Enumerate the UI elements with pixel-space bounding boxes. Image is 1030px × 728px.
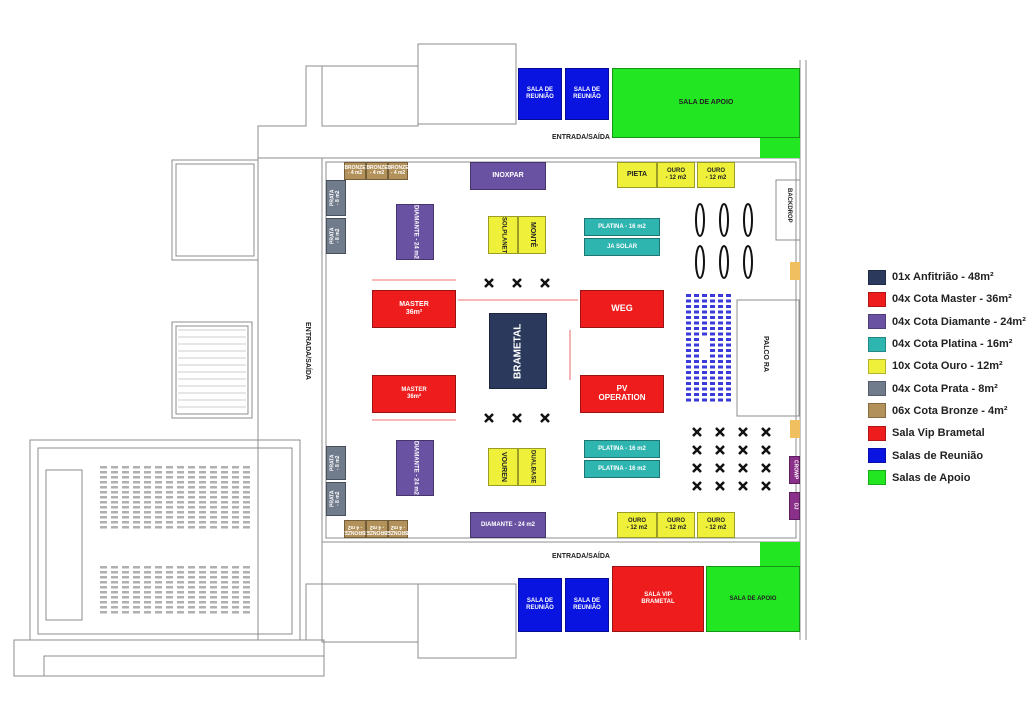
meeting-room-top-1[interactable]: SALA DE REUNIÃO [518,68,562,120]
bronze-booth-1[interactable]: BRONZE - 4 m2 [344,162,366,180]
legend-item: 10x Cota Ouro - 12m² [868,355,1026,377]
prata-booth-2[interactable]: PRATA - 8 m2 [326,218,346,254]
side-booth-2 [790,420,800,438]
pieta-booth[interactable]: PIETA [617,162,657,188]
stage-label: PALCO RA [762,336,769,373]
bronze-booth-4[interactable]: BRONZE - 4 m2 [344,520,366,538]
platina-booth-3[interactable]: PLATINA - 16 m2 [584,440,660,458]
legend-swatch [868,314,886,330]
legend-label: 04x Cota Diamante - 24m² [892,315,1026,328]
entrance-left-label: ENTRADA/SAÍDA [304,322,311,380]
brametal-booth[interactable]: BRAMETAL [489,313,547,389]
meeting-room-top-2[interactable]: SALA DE REUNIÃO [565,68,609,120]
support-room-top[interactable]: SALA DE APOIO [612,68,800,138]
legend-label: 10x Cota Ouro - 12m² [892,360,1003,373]
inoxpar-booth[interactable]: INOXPAR [470,162,546,190]
platina-booth-1[interactable]: PLATINA - 16 m2 [584,218,660,236]
auditorium-seating [100,466,250,614]
legend-swatch [868,425,886,441]
legend-swatch [868,358,886,374]
legend-item: 04x Cota Prata - 8m² [868,377,1026,399]
vouren-booth[interactable]: VOUREN [488,448,518,486]
ouro-booth-top-1[interactable]: OURO - 12 m2 [657,162,695,188]
platina-booth-4[interactable]: PLATINA - 16 m2 [584,460,660,478]
legend-label: Sala Vip Brametal [892,427,985,440]
monte-booth[interactable]: MONTÊ [518,216,546,254]
legend-swatch [868,470,886,486]
prata-booth-1[interactable]: PRATA - 8 m2 [326,180,346,216]
ouro-booth-bottom-3[interactable]: OURO - 12 m2 [697,512,735,538]
ouro-booth-bottom-1[interactable]: OURO - 12 m2 [617,512,657,538]
legend-item: Salas de Reunião [868,444,1026,466]
legend-swatch [868,448,886,464]
legend-label: 04x Cota Platina - 16m² [892,338,1013,351]
diamante-booth-bottom[interactable]: DIAMANTE - 24 m2 [470,512,546,538]
vip-room-brametal[interactable]: SALA VIP BRAMETAL [612,566,704,632]
legend-label: 01x Anfitrião - 48m² [892,271,994,284]
entrance-top-label: ENTRADA/SAÍDA [552,134,610,141]
stairs [178,329,246,408]
ouro-booth-bottom-2[interactable]: OURO - 12 m2 [657,512,695,538]
weg-booth[interactable]: WEG [580,290,664,328]
support-room-bottom[interactable]: SALA DE APOIO [706,566,800,632]
legend-swatch [868,336,886,352]
legend-item: 06x Cota Bronze - 4m² [868,400,1026,422]
diamante-booth-bottom-left[interactable]: DIAMANTE - 24 m2 [396,440,434,496]
ja-solar-booth[interactable]: JA SOLAR [584,238,660,256]
legend-item: 01x Anfitrião - 48m² [868,266,1026,288]
legend-item: 04x Cota Master - 36m² [868,288,1026,310]
legend-swatch [868,269,886,285]
master-booth-2[interactable]: MASTER 36m² [372,375,456,413]
legend-label: Salas de Apoio [892,471,971,484]
lounge-furniture [484,203,771,491]
legend-label: 04x Cota Master - 36m² [892,293,1012,306]
legend: 01x Anfitrião - 48m² 04x Cota Master - 36… [868,266,1026,489]
side-booth-crowp[interactable]: CROWP [789,456,800,484]
legend-swatch [868,381,886,397]
dualbase-booth[interactable]: DUALBASE [518,448,546,486]
legend-label: 04x Cota Prata - 8m² [892,382,998,395]
legend-item: Salas de Apoio [868,467,1026,489]
solplanet-booth[interactable]: SOLPLANET [488,216,518,254]
master-booth-1[interactable]: MASTER 36m² [372,290,456,328]
legend-label: 06x Cota Bronze - 4m² [892,404,1008,417]
legend-label: Salas de Reunião [892,449,984,462]
entrance-bottom-label: ENTRADA/SAÍDA [552,553,610,560]
pv-operation-booth[interactable]: PV OPERATION [580,375,664,413]
bronze-booth-3[interactable]: BRONZE - 4 m2 [387,162,409,180]
backdrop-label: BACKDROP [786,188,792,223]
side-booth-dj[interactable]: DJ [789,492,800,520]
support-room-bottom-ext [760,542,800,566]
prata-booth-4[interactable]: PRATA - 8 m2 [326,482,346,516]
diamante-booth-top-left[interactable]: DIAMANTE - 24 m2 [396,204,434,260]
meeting-room-bottom-2[interactable]: SALA DE REUNIÃO [565,578,609,632]
bronze-booth-2[interactable]: BRONZE - 4 m2 [366,162,388,180]
legend-swatch [868,403,886,419]
prata-booth-3[interactable]: PRATA - 8 m2 [326,446,346,480]
legend-item: 04x Cota Platina - 16m² [868,333,1026,355]
stage-seating [686,294,731,402]
legend-item: Sala Vip Brametal [868,422,1026,444]
meeting-room-bottom-1[interactable]: SALA DE REUNIÃO [518,578,562,632]
ouro-booth-top-2[interactable]: OURO - 12 m2 [697,162,735,188]
legend-swatch [868,291,886,307]
side-booth-1 [790,262,800,280]
bronze-booth-5[interactable]: BRONZE - 4 m2 [366,520,388,538]
support-room-top-ext [760,138,800,158]
bronze-booth-6[interactable]: BRONZE - 4 m2 [387,520,409,538]
legend-item: 04x Cota Diamante - 24m² [868,311,1026,333]
